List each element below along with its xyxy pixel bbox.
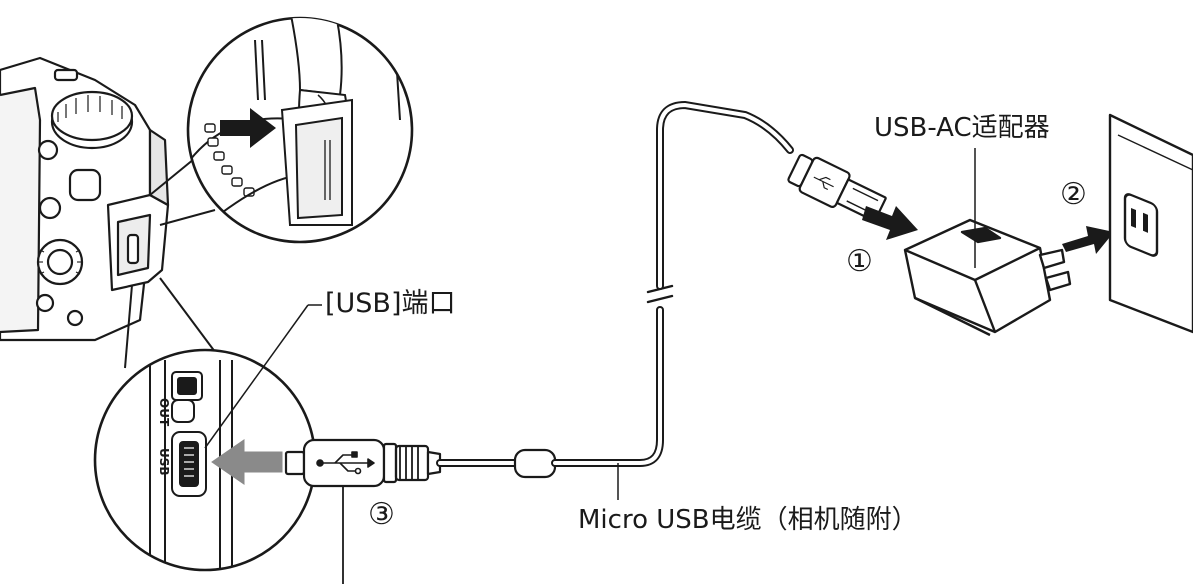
wall-outlet (1108, 113, 1193, 334)
usb-cable (436, 100, 794, 479)
arrow-right-icon (862, 206, 918, 240)
leader-usb-port (204, 304, 309, 449)
flap-magnifier (186, 16, 414, 244)
cable-label: Micro USB电缆（相机随附） (578, 505, 918, 535)
adapter-label: USB-AC适配器 (874, 113, 1050, 143)
step-3-marker: ③ (368, 497, 395, 532)
svg-text:USB: USB (157, 448, 171, 476)
arrow-right-icon (220, 108, 276, 148)
step-1-marker: ① (846, 244, 873, 279)
arrow-left-icon (211, 439, 283, 485)
step-2-marker: ② (1060, 177, 1087, 212)
micro-usb-plug (284, 438, 442, 488)
camera-body (0, 56, 170, 342)
usb-ac-adapter (903, 218, 1072, 337)
arrow-right-icon (1062, 226, 1114, 254)
svg-text:OUT: OUT (157, 398, 171, 427)
usb-port-label: [USB]端口 (325, 288, 456, 319)
port-magnifier: OUT USB (93, 348, 317, 572)
usb-trident-icon (316, 451, 375, 475)
